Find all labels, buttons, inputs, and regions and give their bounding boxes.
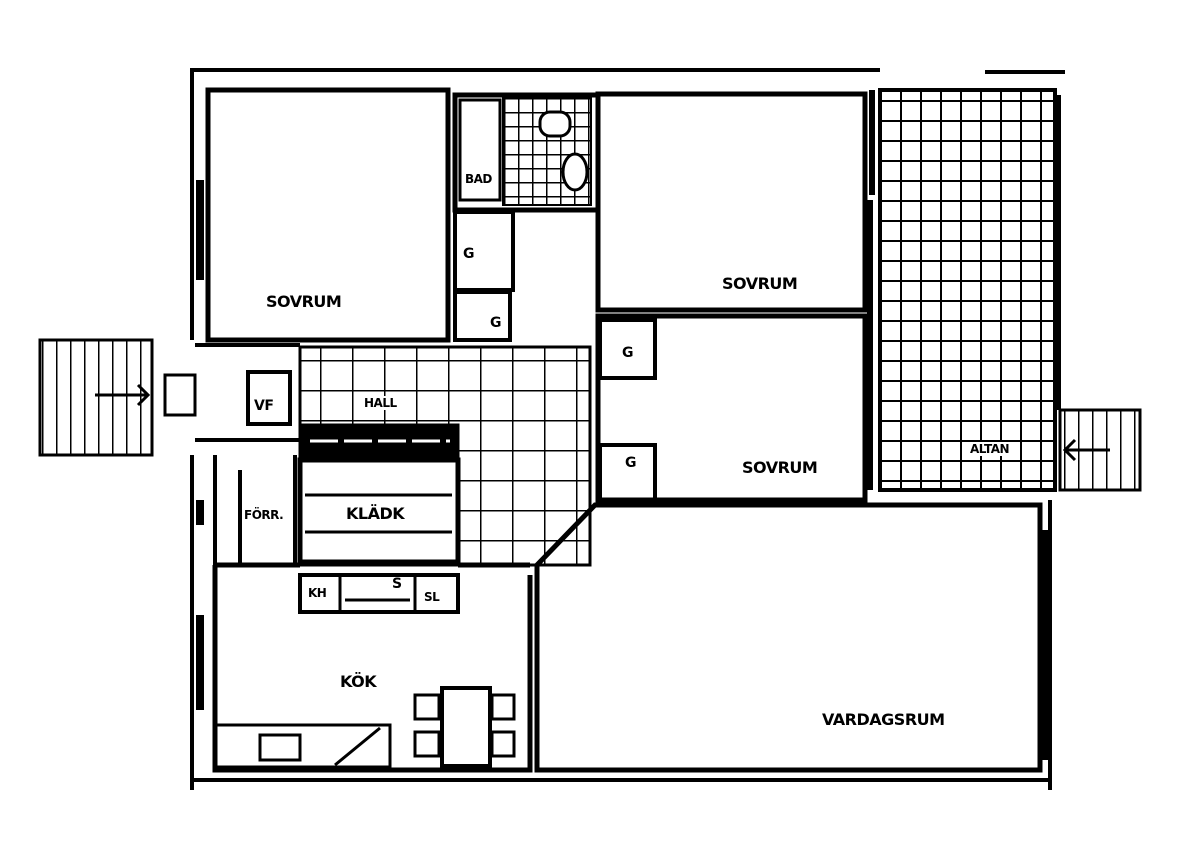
room-label-walk-in-closet: KLÄDK — [346, 504, 405, 523]
sink — [538, 110, 572, 138]
bedroom-1-walls — [205, 87, 451, 343]
room-label-terrace: ALTAN — [970, 442, 1010, 456]
room-label-living-room: VARDAGSRUM — [822, 710, 945, 729]
appliance-row — [298, 573, 460, 614]
closet-label: G — [622, 345, 634, 361]
entry-walls — [195, 343, 300, 565]
room-label-bedroom-2: SOVRUM — [722, 274, 798, 293]
dining-table — [440, 686, 492, 768]
room-label-bedroom-1: SOVRUM — [266, 292, 342, 311]
room-label-bath: BAD — [465, 172, 492, 186]
bathtub — [458, 98, 502, 202]
appliance-label-stove: S — [392, 576, 402, 592]
living-room-walls — [534, 502, 1043, 773]
appliance-label-freezer: SL — [424, 590, 440, 604]
toilet — [561, 152, 589, 192]
closet-label: G — [463, 246, 475, 262]
bedroom-2-walls — [595, 91, 868, 313]
closet-3 — [598, 318, 657, 380]
kitchen-counter — [213, 723, 392, 769]
room-label-bedroom-3: SOVRUM — [742, 458, 818, 477]
room-label-hall: HALL — [364, 396, 397, 410]
kitchen-walls — [212, 562, 533, 773]
room-label-entry: FÖRR. — [244, 508, 284, 522]
closet-label: G — [490, 315, 502, 331]
closet-label: G — [625, 455, 637, 471]
room-label-kitchen: KÖK — [340, 672, 377, 691]
wc-walls — [246, 370, 292, 426]
closet-2 — [453, 290, 512, 342]
bedroom-3-walls — [595, 313, 868, 503]
terrace-tiles — [878, 88, 1057, 492]
closet-4 — [598, 443, 657, 502]
walk-in-closet-walls — [297, 457, 461, 565]
outer-wall — [190, 68, 1065, 790]
appliance-label-fridge: KH — [308, 586, 327, 600]
room-label-wc: VF — [254, 398, 274, 414]
stairs-left — [38, 338, 154, 457]
